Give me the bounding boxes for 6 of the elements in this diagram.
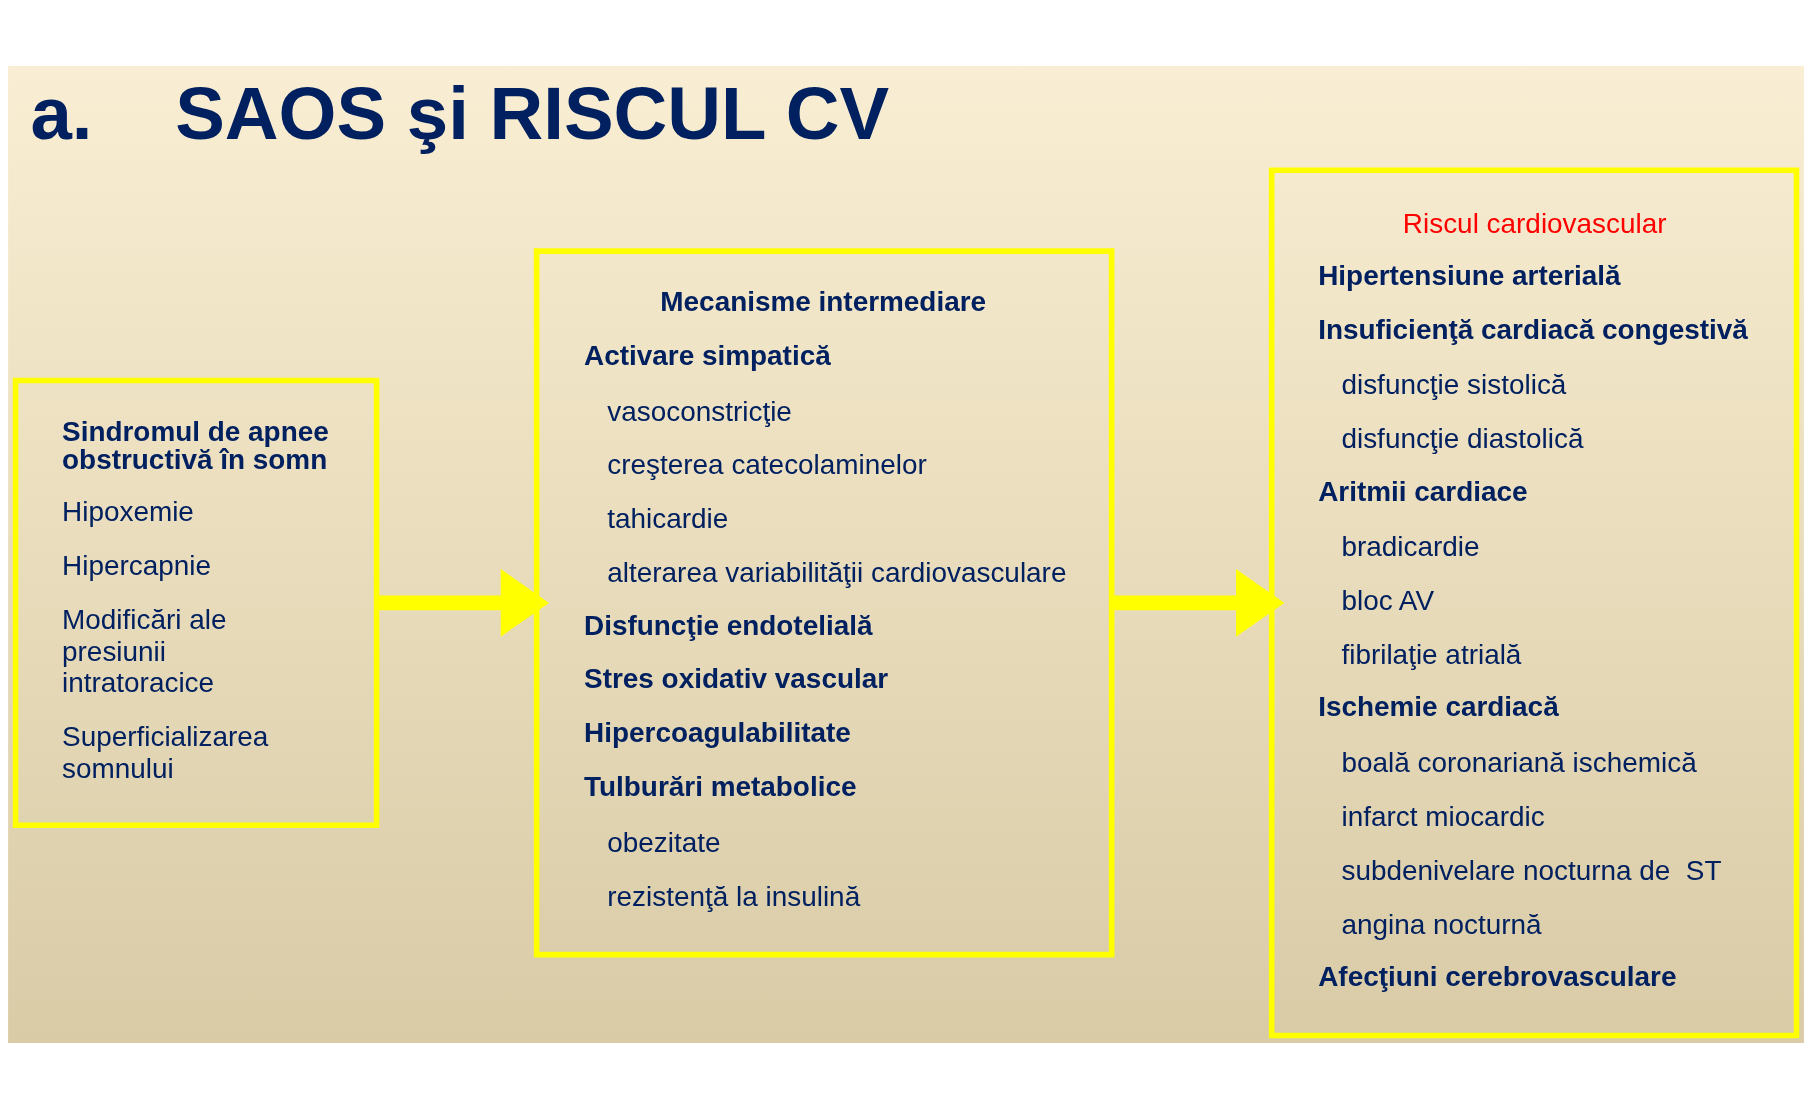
arrow xyxy=(1111,568,1285,637)
diagram-title: a. SAOS şi RISCUL CV xyxy=(30,71,890,155)
node-box: Riscul cardiovascular Hipertensiune arterială Insuficienţă cardiacă congestivă disfuncţie sistolică disfuncţie diastolică Aritmii cardiace bradicardie bloc AV fibrilaţie atrială Ischemie cardiacă boală coronariană ischemică infarct miocardic subdenivelare nocturna de ST angina nocturnă Afecţiuni cerebrovasculare xyxy=(1268,166,1800,1038)
node-box: Sindromul de apnee obstructivă în somn Hipoxemie Hipercapnie Modificări ale presiunii intratoracice Superficializarea somnului xyxy=(12,377,380,828)
arrow xyxy=(376,568,550,637)
node-box: Mecanisme intermediare Activare simpatică vasoconstricţie creşterea catecolaminelor tahicardie alterarea variabilităţii cardiovasculare Disfuncţie endotelială Stres oxidativ vascular Hipercoagulabilitate Tulburări metabolice obezitate rezistenţă la insulină xyxy=(533,247,1115,957)
